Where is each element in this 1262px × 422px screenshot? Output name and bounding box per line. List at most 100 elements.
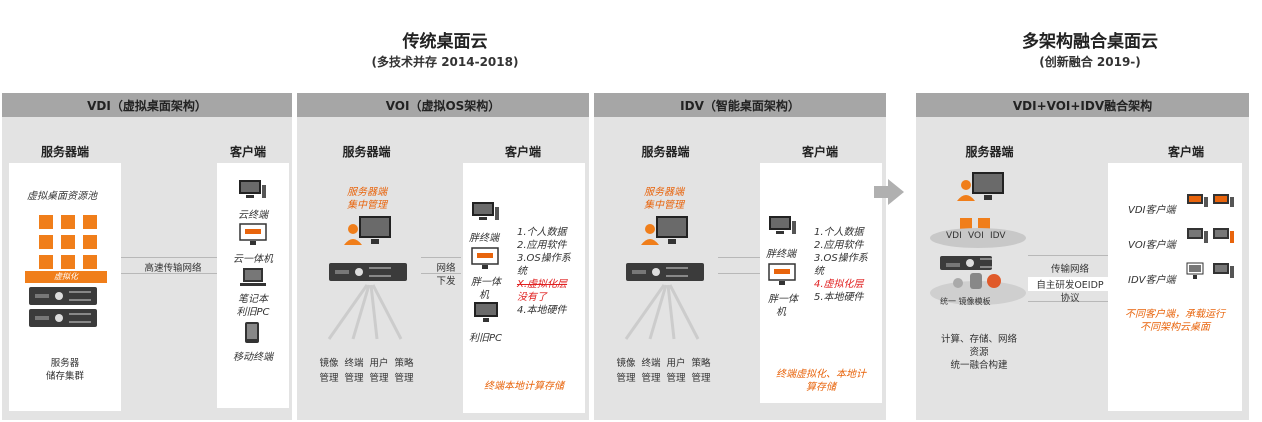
server-icon bbox=[940, 256, 992, 270]
feature-item: 2.应用软件 bbox=[517, 240, 567, 251]
mgmt-item: 管理 bbox=[369, 373, 389, 384]
ring-label: IDV bbox=[990, 231, 1006, 241]
voi-network-label: 下发 bbox=[436, 276, 456, 287]
converged-protocol-2: 协议 bbox=[1060, 293, 1080, 304]
pc-icon bbox=[474, 302, 498, 322]
admin-icon bbox=[641, 216, 688, 245]
vdi-client-box: 云终端 云一体机 笔记本 利旧PC 移动终端 bbox=[217, 163, 289, 408]
client-device-label: 胖一体 bbox=[768, 294, 798, 305]
idv-panel-head: IDV（智能桌面架构） bbox=[594, 93, 886, 117]
feature-item: 5.本地硬件 bbox=[814, 292, 864, 303]
client-row-label: VDI客户端 bbox=[1128, 205, 1176, 216]
admin-icon bbox=[344, 216, 391, 245]
converged-subtitle: (创新融合 2019-) bbox=[1039, 55, 1141, 69]
network-line bbox=[421, 273, 461, 274]
feature-item: 1.个人数据 bbox=[517, 227, 567, 238]
distribution-arrows bbox=[624, 284, 700, 340]
thin-client-icon bbox=[1187, 194, 1208, 207]
mgmt-item: 管理 bbox=[319, 373, 339, 384]
laptop-icon bbox=[240, 268, 266, 286]
idv-client-title: 客户端 bbox=[801, 145, 838, 159]
converged-panel-head: VDI+VOI+IDV融合架构 bbox=[916, 93, 1249, 117]
feature-item-highlight: 4.虚拟化层 bbox=[814, 279, 864, 290]
storage-ring bbox=[930, 273, 1026, 305]
client-device-label: 机 bbox=[776, 307, 786, 318]
server-icon bbox=[29, 309, 97, 327]
network-line bbox=[718, 273, 760, 274]
linux-icon bbox=[83, 255, 97, 269]
client-device-label: 机 bbox=[479, 290, 489, 301]
mgmt-item: 镜像 bbox=[616, 358, 636, 369]
vdi-server-box: 虚拟桌面资源池 虚拟化 服务器 储存集群 bbox=[9, 163, 121, 411]
platform-ring bbox=[930, 228, 1026, 248]
mgmt-item: 策略 bbox=[691, 358, 711, 369]
feature-item-removed: X.虚拟化层 bbox=[517, 279, 568, 290]
network-line bbox=[1028, 255, 1108, 256]
idv-client-box: 胖终端 胖一体 机 1.个人数据 2.应用软件 3.OS操作系 统 4.虚拟化层… bbox=[760, 163, 882, 403]
converged-client-title: 客户端 bbox=[1167, 145, 1204, 159]
voi-client-box: 胖终端 胖一体 机 利旧PC 1.个人数据 2.应用软件 3.OS操作系 统 X… bbox=[463, 163, 585, 413]
converged-server-bottom: 统一融合构建 bbox=[950, 360, 1008, 371]
client-device-label: 胖终端 bbox=[469, 233, 499, 244]
vdi-panel: VDI（虚拟桌面架构） 服务器端 客户端 虚拟桌面资源池 虚拟化 服务器 储存集… bbox=[2, 93, 292, 420]
windows-icon bbox=[39, 255, 53, 269]
storage-label: 统一 镜像模板 bbox=[940, 297, 991, 306]
windows-icon bbox=[960, 218, 972, 230]
converged-server-title: 服务器端 bbox=[965, 145, 1014, 159]
traditional-subtitle: (多技术并存 2014-2018) bbox=[371, 55, 519, 69]
vdi-server-bottom-1: 服务器 bbox=[50, 358, 80, 369]
converged-protocol-1: 自主研发OEIDP bbox=[1028, 277, 1112, 291]
server-icon bbox=[29, 287, 97, 305]
mgmt-item: 管理 bbox=[394, 373, 414, 384]
client-row-label: VOI客户端 bbox=[1128, 240, 1176, 251]
mgmt-item: 镜像 bbox=[319, 358, 339, 369]
voi-network-label: 网络 bbox=[436, 263, 456, 274]
admin-icon bbox=[957, 172, 1004, 201]
feature-item: 统 bbox=[814, 266, 824, 277]
network-line bbox=[718, 257, 760, 258]
voi-footnote: 终端本地计算存储 bbox=[484, 381, 564, 392]
mgmt-item: 终端 bbox=[344, 358, 364, 369]
distribution-arrows bbox=[327, 284, 403, 340]
feature-item-removed: 没有了 bbox=[517, 292, 547, 303]
fat-client-icon bbox=[1213, 263, 1234, 278]
thin-client-icon bbox=[239, 180, 266, 198]
converged-client-note-1: 不同客户端，承载运行 bbox=[1125, 309, 1225, 320]
feature-item: 统 bbox=[517, 266, 527, 277]
converged-panel: VDI+VOI+IDV融合架构 服务器端 客户端 VDI VOI IDV 统一 … bbox=[916, 93, 1249, 420]
server-icon bbox=[329, 263, 407, 281]
windows-icon bbox=[978, 218, 990, 230]
idv-panel: IDV（智能桌面架构） 服务器端 客户端 服务器端 集中管理 镜像 管理 终端 … bbox=[594, 93, 886, 420]
vdi-server-title: 服务器端 bbox=[40, 145, 89, 159]
client-label: 云一体机 bbox=[233, 254, 273, 265]
voi-client-title: 客户端 bbox=[504, 145, 541, 159]
voi-panel-head: VOI（虚拟OS架构） bbox=[297, 93, 589, 117]
windows-icon bbox=[61, 235, 75, 249]
feature-item: 4.本地硬件 bbox=[517, 305, 567, 316]
feature-item: 1.个人数据 bbox=[814, 227, 864, 238]
vdi-network-label: 高速传输网络 bbox=[144, 263, 202, 274]
vdi-panel-head: VDI（虚拟桌面架构） bbox=[2, 93, 292, 117]
client-device-label: 胖一体 bbox=[471, 277, 501, 288]
mgmt-item: 管理 bbox=[641, 373, 661, 384]
client-label: 移动终端 bbox=[233, 352, 273, 363]
fat-client-icon bbox=[472, 202, 499, 220]
fat-client-icon bbox=[1213, 228, 1234, 243]
client-row-label: IDV客户端 bbox=[1128, 275, 1176, 286]
all-in-one-icon bbox=[471, 247, 499, 269]
windows-icon bbox=[39, 215, 53, 229]
idv-footnote-1: 终端虚拟化、本地计 bbox=[776, 369, 866, 380]
mobile-icon bbox=[245, 322, 259, 343]
voi-mgmt-2: 集中管理 bbox=[347, 200, 387, 211]
windows-icon bbox=[39, 235, 53, 249]
mgmt-item: 用户 bbox=[369, 358, 389, 369]
client-label: 利旧PC bbox=[236, 307, 270, 318]
idv-mgmt-1: 服务器端 bbox=[644, 187, 684, 198]
network-line bbox=[121, 257, 217, 258]
fat-client-icon bbox=[769, 216, 796, 234]
virtualize-bar: 虚拟化 bbox=[25, 271, 107, 283]
server-icon bbox=[626, 263, 704, 281]
mgmt-item: 管理 bbox=[691, 373, 711, 384]
fat-client-icon bbox=[1187, 228, 1208, 243]
mgmt-item: 管理 bbox=[616, 373, 636, 384]
